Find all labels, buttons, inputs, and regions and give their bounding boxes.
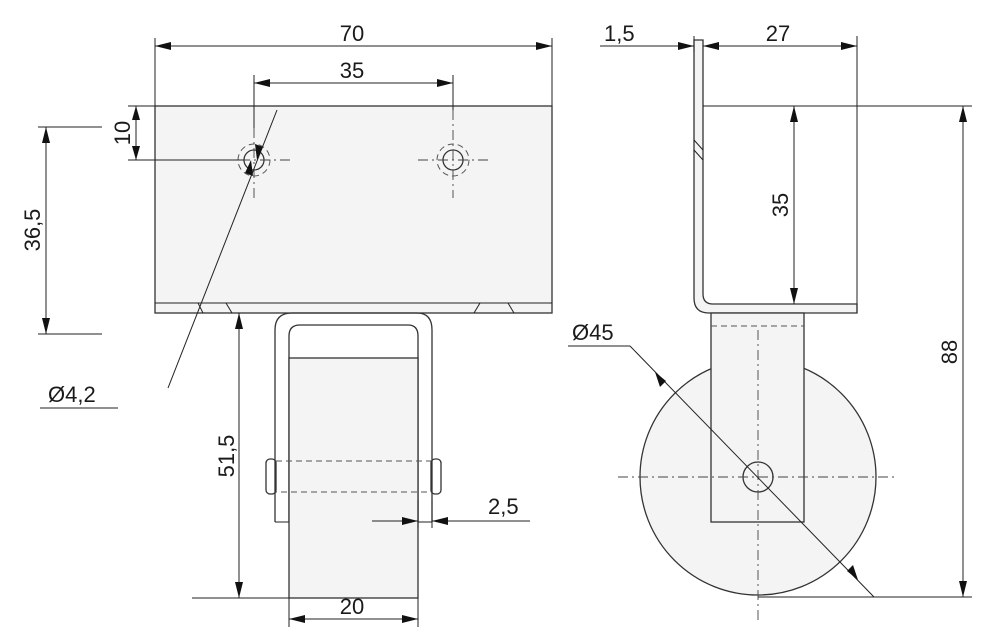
side-view <box>618 39 898 620</box>
side-plate <box>693 39 858 314</box>
dim-hole-diameter: Ø4,2 <box>40 109 278 409</box>
dim-label: 51,5 <box>214 435 239 478</box>
dim-plate-thickness: 1,5 <box>600 21 695 52</box>
dim-label: 27 <box>766 21 790 46</box>
axle-head-right <box>430 458 442 495</box>
dim-label: Ø4,2 <box>48 382 96 407</box>
dim-label: 10 <box>110 121 135 145</box>
mounting-hole-right <box>418 110 490 198</box>
dim-hole-height: 36,5 <box>20 126 102 335</box>
fork-bracket <box>274 312 433 522</box>
dim-wheel-diameter: Ø45 <box>568 320 875 598</box>
dim-label: Ø45 <box>572 320 614 345</box>
dim-label: 2,5 <box>488 494 519 519</box>
dim-overall-width: 70 <box>154 21 553 106</box>
dim-side-depth: 27 <box>703 21 858 106</box>
front-view <box>154 105 553 599</box>
fork-side-plate <box>710 312 805 523</box>
dim-bracket-height: 51,5 <box>192 313 289 599</box>
dim-label: 36,5 <box>20 209 45 252</box>
plate-weld-mark <box>197 302 204 314</box>
dim-label: 1,5 <box>604 21 635 46</box>
dim-label: 35 <box>768 193 793 217</box>
dimensions: 70 35 10 36,5 <box>20 21 972 627</box>
dim-axle-play: 2,5 <box>372 494 530 528</box>
plate-weld-mark <box>225 302 233 314</box>
dim-hole-spacing: 35 <box>253 58 454 128</box>
dim-label: 88 <box>937 340 962 364</box>
axle-head-left <box>265 458 277 495</box>
dim-label: 35 <box>340 58 364 83</box>
wheel-front <box>288 357 419 599</box>
mounting-plate <box>154 105 553 314</box>
plate-weld-mark <box>507 302 515 314</box>
dim-label: 20 <box>340 594 364 619</box>
dim-hole-offset-top: 10 <box>110 105 244 161</box>
fork-bracket-inner <box>288 324 419 522</box>
dim-label: 70 <box>340 21 364 46</box>
dim-wheel-width: 20 <box>288 594 419 627</box>
dim-overall-height: 88 <box>758 105 972 598</box>
dim-side-height: 35 <box>768 106 798 304</box>
plate-weld-mark <box>473 302 481 314</box>
